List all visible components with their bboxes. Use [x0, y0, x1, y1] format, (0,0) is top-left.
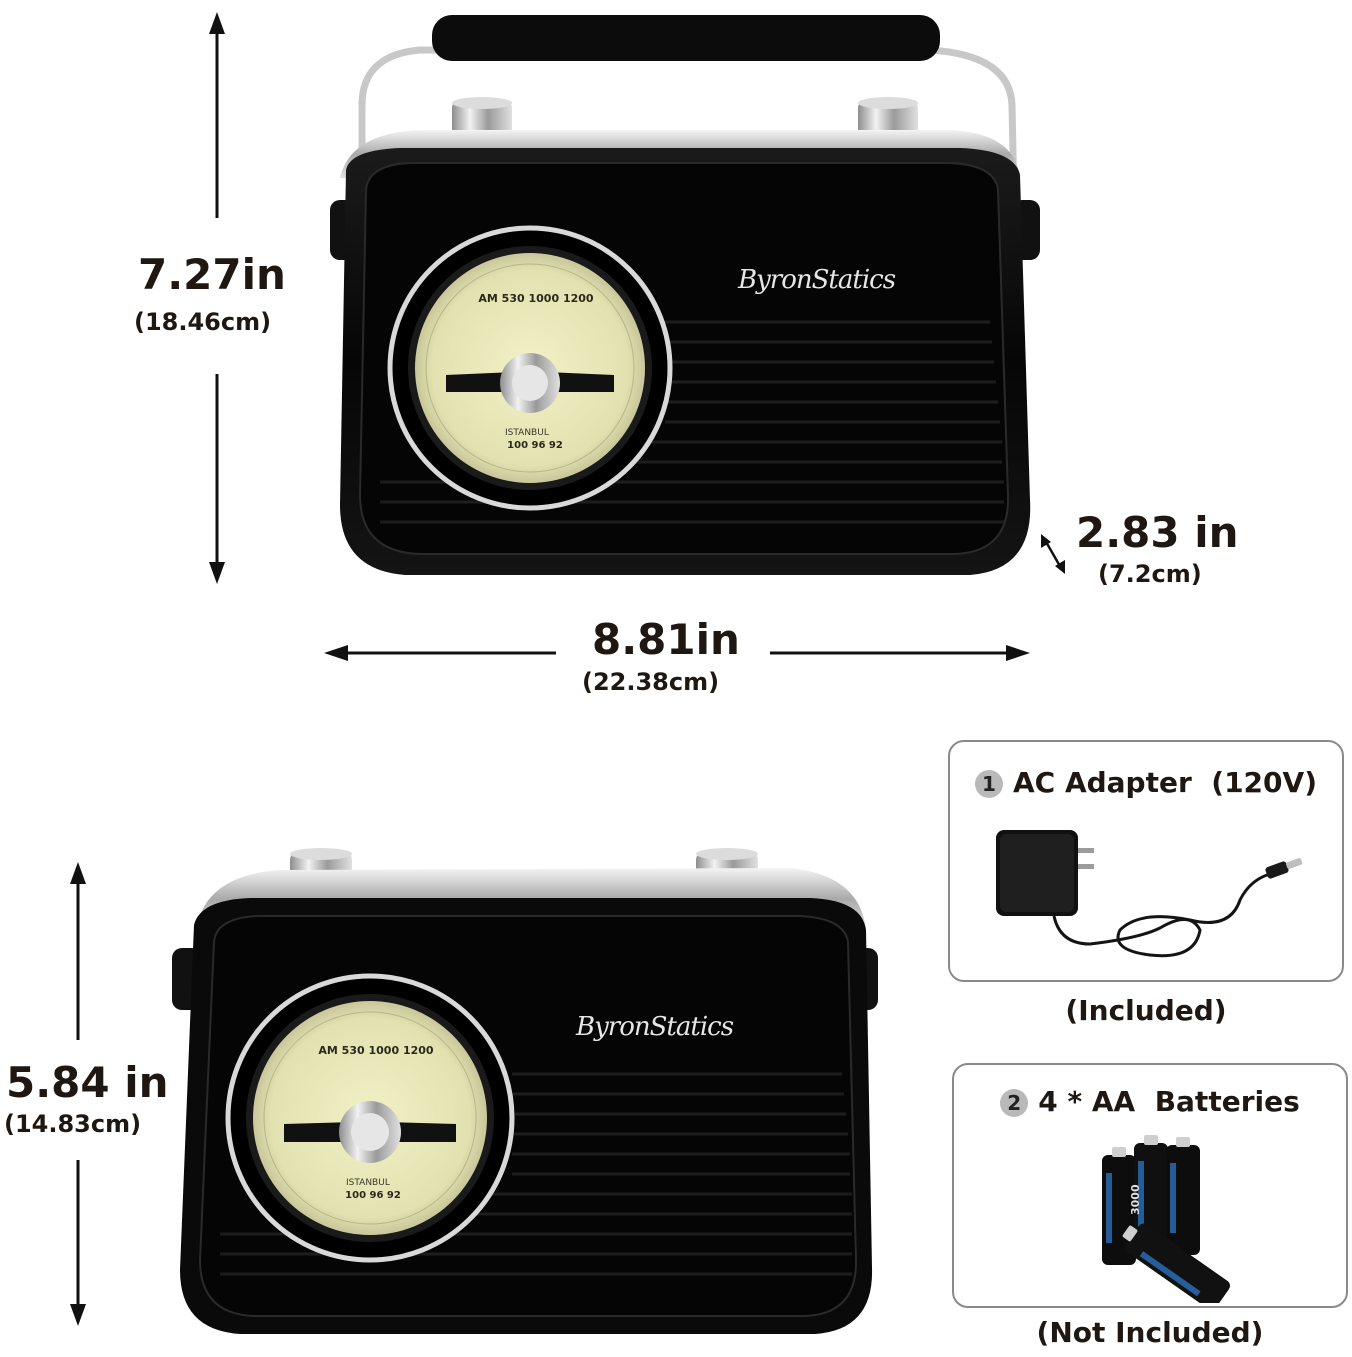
dial-city: ISTANBUL	[346, 1178, 390, 1188]
height-bottom-sublabel: (14.83cm)	[4, 1110, 142, 1138]
radio-handle	[358, 15, 1018, 201]
dial-mark: 92	[386, 1190, 401, 1201]
dial-mark: 1000	[368, 1044, 400, 1057]
dial-mark: 100	[345, 1190, 367, 1201]
dial-mark: 96	[369, 1190, 384, 1201]
height-top-label: 7.27in	[138, 250, 286, 299]
dial-am-scale: AM 530 1000 1200	[296, 1044, 456, 1057]
dial-mark: AM 530	[478, 292, 525, 305]
dial-mark: 1000	[528, 292, 560, 305]
accessory-title-text: 4 * AA Batteries	[1038, 1085, 1300, 1118]
dial-mark: AM 530	[318, 1044, 365, 1057]
height-arrow-bottom	[70, 862, 86, 1326]
brand-logo: ByronStatics	[738, 265, 896, 295]
accessory-title: 2 4 * AA Batteries	[954, 1085, 1346, 1118]
accessory-title-text: AC Adapter (120V)	[1012, 766, 1317, 799]
height-bottom-label: 5.84 in	[6, 1058, 169, 1107]
height-arrow-top	[209, 12, 225, 584]
dial-mark: 96	[531, 440, 546, 451]
dial-fm-scale: 100 96 92	[308, 1190, 438, 1201]
dial-mark: 100	[507, 440, 529, 451]
ac-adapter-icon	[996, 830, 1303, 958]
radio-front-view	[330, 15, 1040, 575]
dial-am-scale: AM 530 1000 1200	[456, 292, 616, 305]
dial-fm-scale: 100 96 92	[470, 440, 600, 451]
dial-mark: 1200	[562, 292, 594, 305]
width-arrow	[324, 645, 1030, 661]
battery-capacity-label: 3000	[1129, 1184, 1142, 1215]
dial-mark: 92	[548, 440, 563, 451]
brand-logo: ByronStatics	[576, 1012, 734, 1042]
accessory-card-batteries: 2 4 * AA Batteries 3000	[952, 1063, 1348, 1308]
width-sublabel: (22.38cm)	[582, 668, 720, 696]
accessory-title: 1 AC Adapter (120V)	[950, 766, 1342, 799]
depth-sublabel: (7.2cm)	[1098, 560, 1202, 588]
tuning-dial	[225, 973, 515, 1263]
radio-front-view-no-handle	[172, 848, 878, 1334]
dial-mark: 1200	[402, 1044, 434, 1057]
width-label: 8.81in	[592, 615, 740, 664]
accessory-number-badge: 2	[1000, 1089, 1029, 1117]
accessory-status-not-included: (Not Included)	[1036, 1316, 1264, 1349]
accessory-number-badge: 1	[974, 770, 1003, 798]
height-top-sublabel: (18.46cm)	[134, 308, 272, 336]
dial-city: ISTANBUL	[505, 428, 549, 438]
speaker-grille	[380, 320, 1004, 524]
accessory-card-ac-adapter: 1 AC Adapter (120V)	[948, 740, 1344, 982]
accessory-status-included: (Included)	[1065, 994, 1227, 1027]
depth-label: 2.83 in	[1076, 508, 1239, 557]
depth-arrow	[1041, 534, 1065, 574]
aa-batteries-icon	[1102, 1135, 1230, 1303]
tuning-dial	[387, 225, 673, 511]
